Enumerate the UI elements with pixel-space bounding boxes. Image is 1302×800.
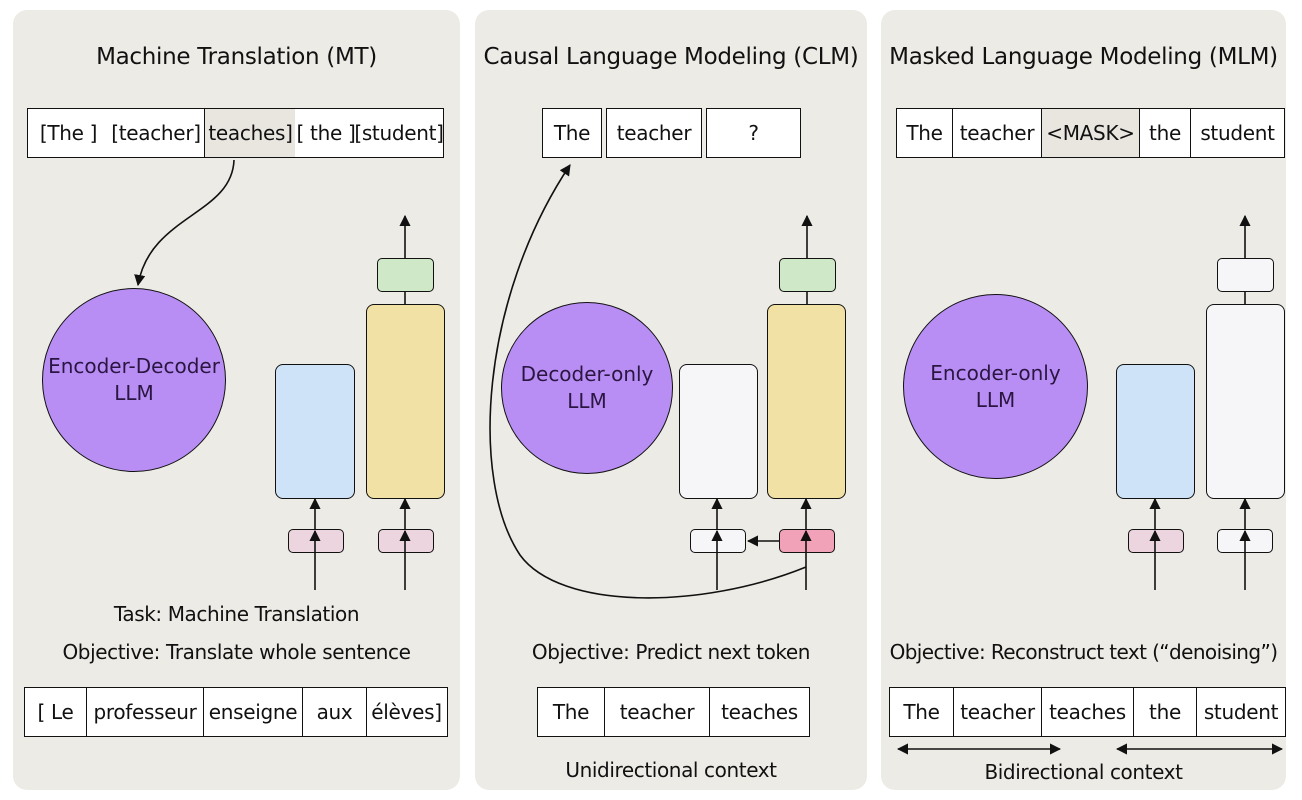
- input-token: [teacher]: [108, 108, 205, 158]
- input-token-row: [The ] [teacher] teaches] [ the ] [stude…: [26, 108, 444, 158]
- token-embedding: [1128, 529, 1184, 553]
- output-token: teaches: [709, 687, 810, 737]
- previous-token-embedding: [690, 529, 746, 553]
- llm-label-line1: Encoder-only: [930, 360, 1061, 385]
- context-label: Unidirectional context: [565, 758, 777, 782]
- input-token: [The ]: [26, 108, 110, 158]
- input-token-highlighted: teaches]: [203, 108, 297, 158]
- panel-masked-language-modeling: Masked Language Modeling (MLM) The teach…: [881, 10, 1286, 790]
- panel-machine-translation: Machine Translation (MT) [The ] [teacher…: [13, 10, 460, 790]
- mask-embedding: [1217, 529, 1273, 553]
- input-token-row: The teacher ?: [542, 108, 801, 158]
- llm-label-line2: LLM: [114, 381, 154, 405]
- encoder-decoder-llm-circle: Encoder-Decoder LLM: [42, 288, 226, 472]
- current-token-embedding: [779, 529, 835, 553]
- panel-title: Causal Language Modeling (CLM): [483, 44, 859, 70]
- reconstruction-block: [1206, 304, 1285, 499]
- output-token: teaches: [1041, 687, 1134, 737]
- output-token: teacher: [952, 687, 1043, 737]
- output-token: student: [1196, 687, 1286, 737]
- llm-label-line1: Encoder-Decoder: [48, 354, 220, 378]
- decoder-block: [366, 304, 445, 499]
- objective-text: Objective: Predict next token: [531, 640, 811, 664]
- context-label: Bidirectional context: [984, 760, 1183, 784]
- context-block: [679, 364, 758, 499]
- output-token: aux: [302, 687, 367, 737]
- decoder-block: [767, 304, 846, 499]
- encoder-block: [1116, 364, 1195, 499]
- output-head-block: [1217, 258, 1274, 292]
- output-token: the: [1132, 687, 1198, 737]
- output-token: The: [889, 687, 954, 737]
- encoder-embedding: [288, 529, 344, 553]
- llm-label-line2: LLM: [567, 389, 607, 413]
- input-token: [ the ]: [295, 108, 357, 158]
- output-head-block: [377, 258, 434, 292]
- input-token: student: [1190, 108, 1285, 158]
- panel-title: Masked Language Modeling (MLM): [889, 44, 1278, 70]
- output-token: élèves]: [365, 687, 448, 737]
- task-text: Task: Machine Translation: [113, 602, 360, 626]
- input-token: [student]: [354, 108, 444, 158]
- input-token: The: [896, 108, 953, 158]
- output-token: professeur: [86, 687, 204, 737]
- output-token: [ Le: [23, 687, 88, 737]
- llm-label-line1: Decoder-only: [520, 362, 654, 386]
- encoder-only-llm-circle: Encoder-only LLM: [903, 294, 1088, 479]
- objective-text: Objective: Translate whole sentence: [62, 640, 411, 664]
- output-token-row: [ Le professeur enseigne aux élèves]: [23, 687, 448, 737]
- input-token: the: [1138, 108, 1192, 158]
- panel-title: Machine Translation (MT): [96, 44, 377, 70]
- input-token: teacher: [951, 108, 1043, 158]
- output-head-block: [779, 258, 836, 292]
- output-token: teacher: [603, 687, 711, 737]
- encoder-block: [275, 364, 355, 499]
- output-token-row: The teacher teaches the student: [889, 687, 1286, 737]
- input-token-predicted: ?: [706, 108, 801, 158]
- masked-token: <MASK>: [1041, 108, 1140, 158]
- output-token-row: The teacher teaches: [537, 687, 810, 737]
- output-token: enseigne: [202, 687, 304, 737]
- input-token: teacher: [606, 108, 702, 158]
- panel-causal-language-modeling: Causal Language Modeling (CLM) The teach…: [475, 10, 867, 790]
- objective-text: Objective: Reconstruct text (“denoising”…: [889, 640, 1278, 664]
- output-token: The: [537, 687, 605, 737]
- input-token-row: The teacher <MASK> the student: [896, 108, 1285, 158]
- llm-label-line2: LLM: [975, 387, 1016, 412]
- decoder-only-llm-circle: Decoder-only LLM: [501, 302, 673, 474]
- decoder-embedding: [378, 529, 434, 553]
- input-token: The: [542, 108, 602, 158]
